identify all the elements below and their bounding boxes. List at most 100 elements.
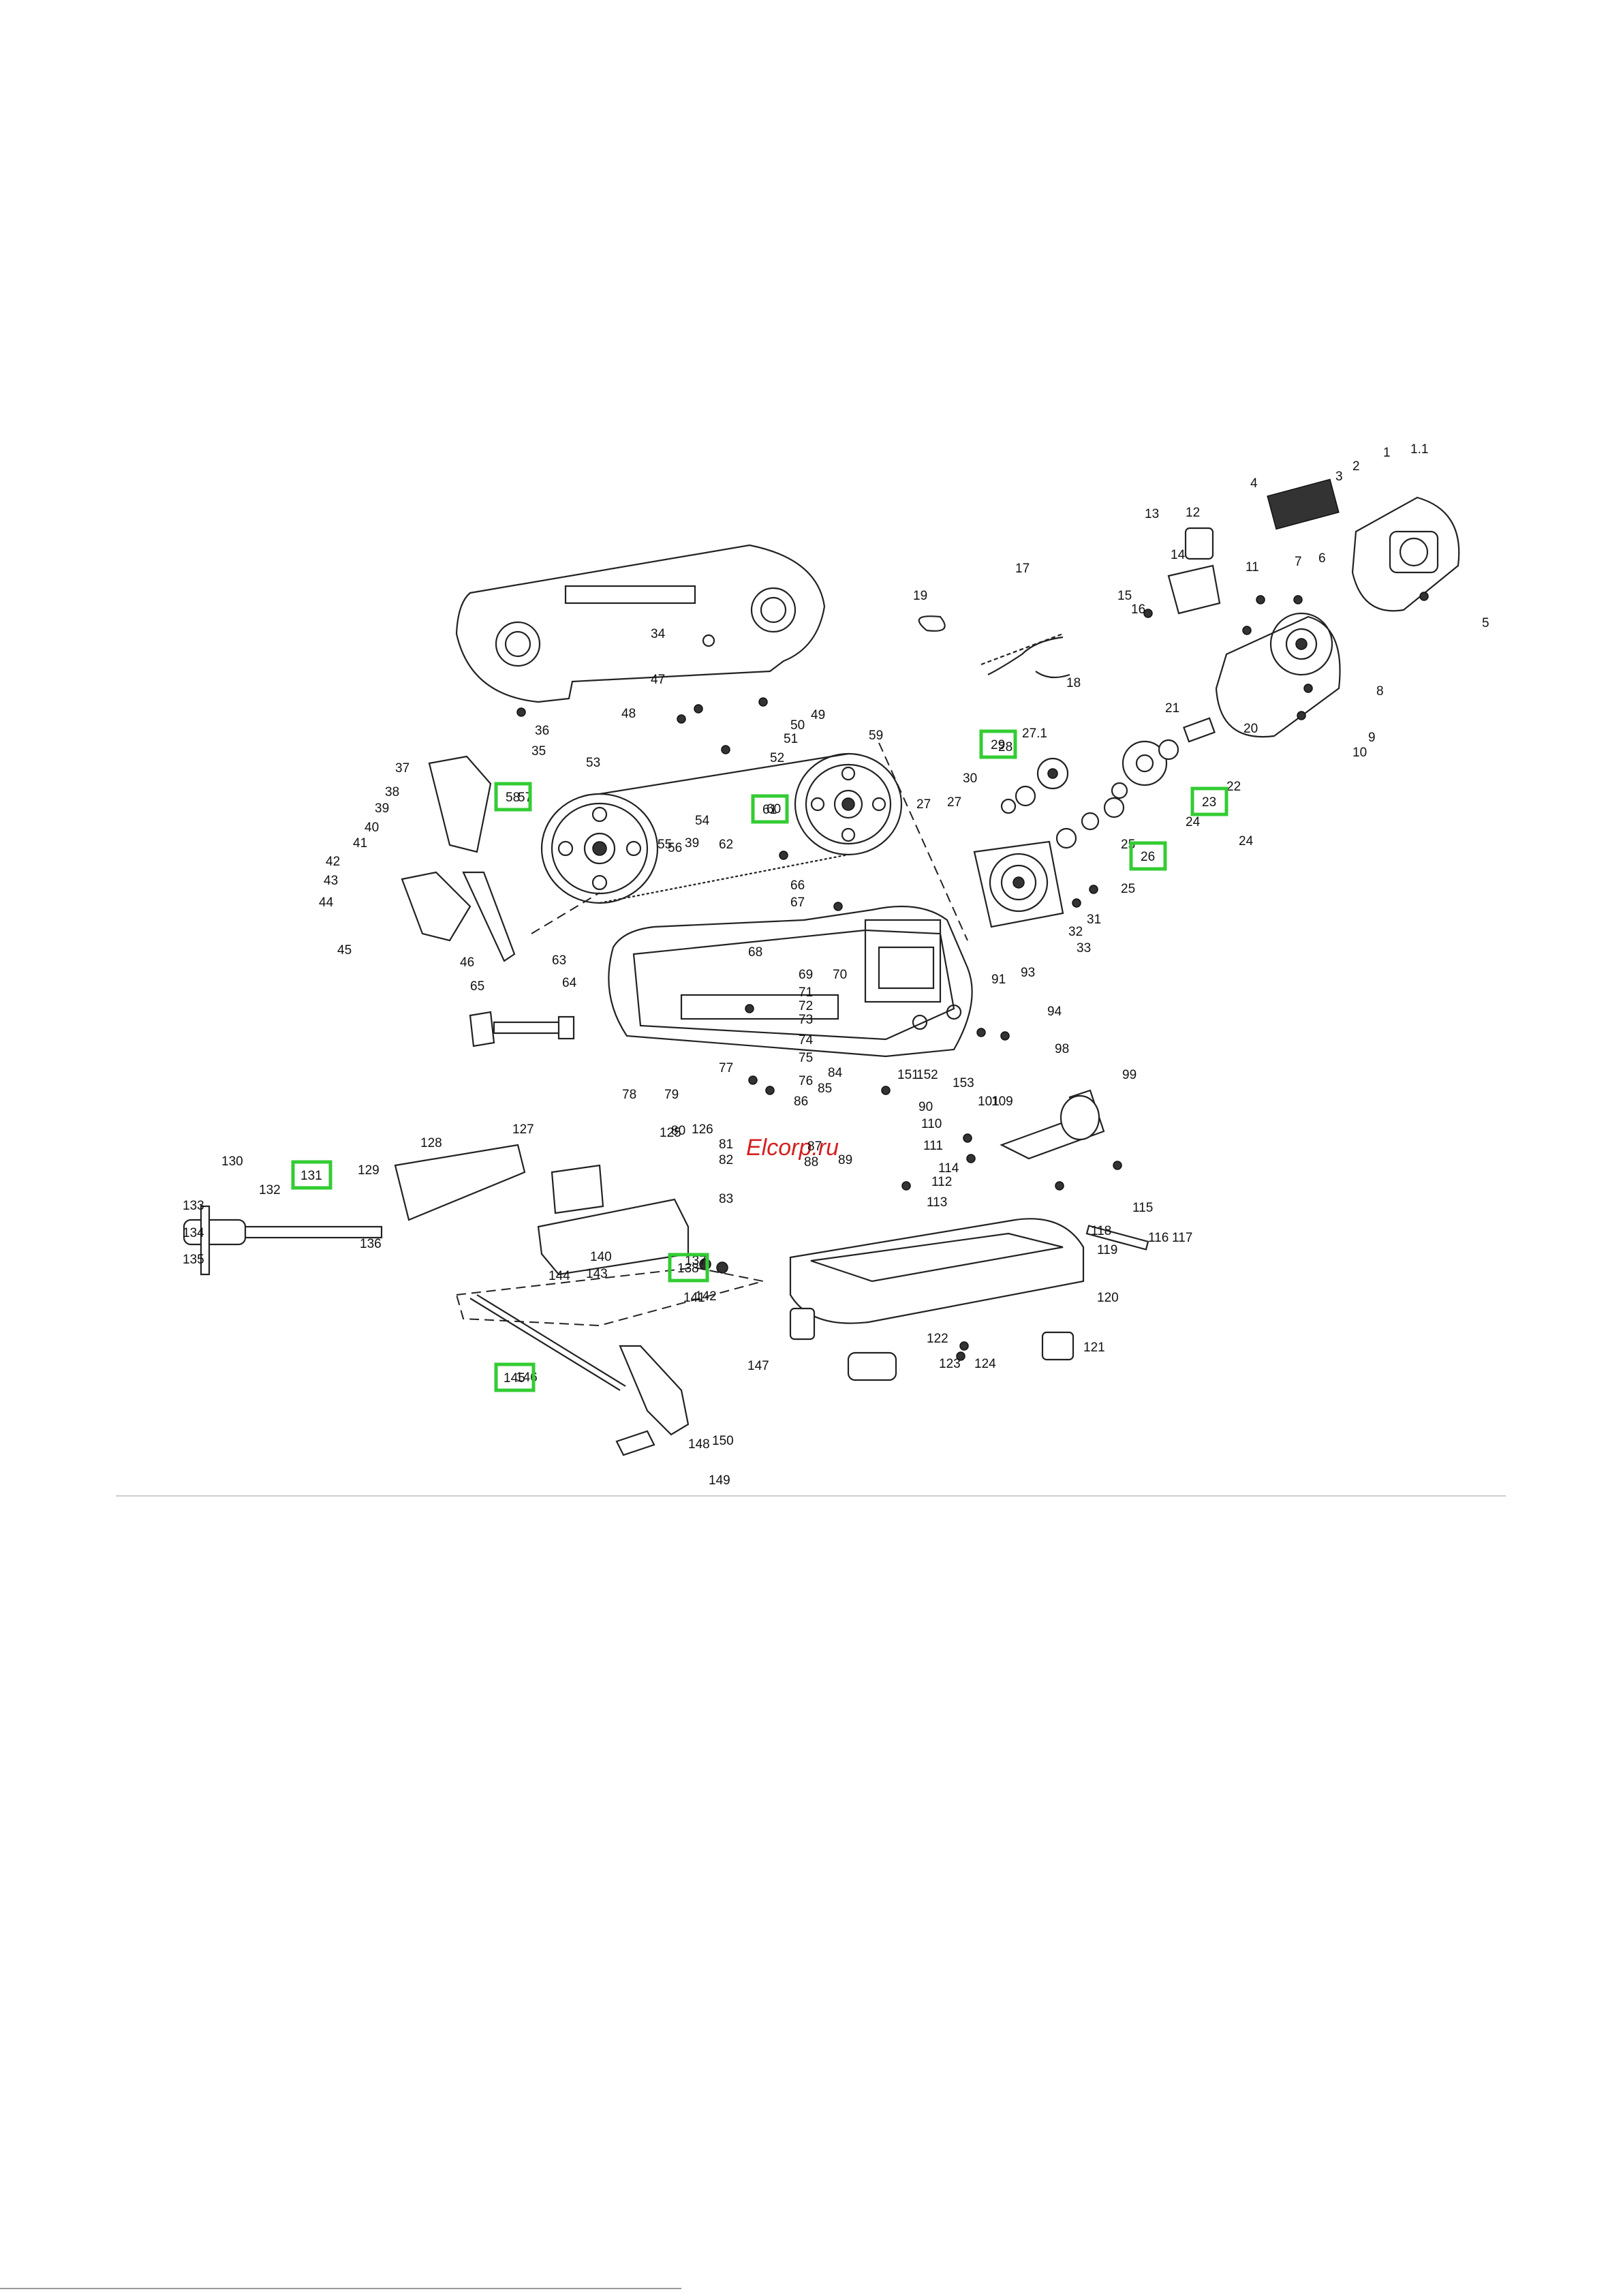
power-cord (918, 478, 1340, 679)
hardware-fasteners (516, 592, 1429, 1361)
callout-137: 137 (685, 1254, 707, 1268)
callout-128: 128 (420, 1136, 442, 1150)
tension-knob (469, 1011, 575, 1047)
callout-141: 141 (683, 1291, 705, 1305)
callout-66: 66 (790, 878, 805, 893)
callout-26: 26 (1141, 850, 1155, 864)
callout-62: 62 (719, 838, 733, 852)
callout-81: 81 (719, 1137, 733, 1152)
callout-49: 49 (811, 708, 825, 722)
callout-84: 84 (828, 1066, 843, 1080)
callout-14: 14 (1171, 548, 1186, 562)
callout-129: 129 (358, 1163, 380, 1178)
callout-130: 130 (221, 1154, 243, 1169)
callout-25: 25 (1121, 882, 1135, 896)
callout-63: 63 (552, 953, 566, 968)
callout-109: 109 (991, 1095, 1013, 1109)
callout-78: 78 (622, 1088, 636, 1102)
callout-123: 123 (939, 1357, 961, 1371)
callout-99: 99 (1122, 1068, 1137, 1082)
callout-121: 121 (1083, 1341, 1105, 1355)
motor (1215, 612, 1341, 738)
callout-46: 46 (460, 955, 474, 970)
callout-64: 64 (562, 976, 577, 990)
callout-110: 110 (921, 1117, 942, 1131)
callout-131: 131 (300, 1169, 322, 1183)
callout-51: 51 (784, 732, 798, 746)
callout-80: 80 (671, 1124, 685, 1138)
callout-143: 143 (586, 1267, 608, 1281)
idler-wheel (794, 752, 903, 856)
callout-38: 38 (385, 785, 399, 799)
callout-10: 10 (1352, 746, 1367, 760)
callout-18: 18 (1066, 676, 1081, 690)
callout-136: 136 (360, 1237, 382, 1251)
callout-83: 83 (719, 1192, 733, 1206)
highlight-box-61 (751, 794, 789, 824)
callout-30: 30 (963, 771, 977, 786)
callout-117: 117 (1172, 1231, 1192, 1245)
gearbox-housing (973, 840, 1064, 928)
subassembly-outline-1 (878, 742, 968, 941)
callout-56: 56 (668, 841, 682, 855)
callout-116: 116 (1148, 1231, 1169, 1245)
callout-122: 122 (927, 1332, 948, 1346)
callout-37: 37 (395, 761, 409, 776)
callout-119: 119 (1097, 1243, 1117, 1257)
callout-113: 113 (927, 1195, 947, 1210)
callout-13: 13 (1145, 507, 1159, 521)
highlight-box-26 (1129, 841, 1167, 871)
callout-85: 85 (818, 1082, 832, 1096)
callout-7: 7 (1295, 555, 1302, 569)
callout-39: 39 (375, 801, 389, 816)
callout-74: 74 (799, 1033, 814, 1047)
callout-144: 144 (548, 1269, 570, 1283)
callout-153: 153 (953, 1076, 974, 1090)
callout-112: 112 (931, 1175, 952, 1189)
callout-31: 31 (1087, 913, 1101, 927)
callout-15: 15 (1117, 589, 1132, 603)
callout-68: 68 (748, 945, 762, 960)
callout-36: 36 (535, 724, 549, 738)
callout-152: 152 (916, 1068, 938, 1082)
callout-125: 125 (660, 1126, 681, 1140)
callout-6: 6 (1318, 551, 1326, 566)
switch-box (1167, 527, 1221, 615)
callout-24: 24 (1186, 815, 1201, 829)
callout-151: 151 (897, 1068, 919, 1082)
highlight-box-145 (494, 1362, 536, 1392)
callout-17: 17 (1015, 562, 1030, 576)
highlight-box-131 (291, 1160, 333, 1190)
callout-55: 55 (658, 838, 672, 852)
callout-12: 12 (1186, 506, 1200, 520)
callout-48: 48 (621, 707, 636, 721)
callout-20: 20 (1243, 722, 1258, 736)
subassembly-outline-2 (455, 1266, 764, 1327)
callout-22: 22 (1226, 780, 1241, 794)
callout-79: 79 (664, 1088, 679, 1102)
callout-34: 34 (651, 627, 666, 641)
callout-4: 4 (1250, 476, 1258, 491)
callout-94: 94 (1047, 1005, 1062, 1019)
callout-87: 87 (807, 1139, 822, 1154)
callout-23: 23 (1202, 795, 1216, 810)
callout-86: 86 (794, 1095, 808, 1109)
callout-27-1: 27.1 (1022, 726, 1047, 741)
callout-58: 58 (506, 791, 520, 805)
callout-2: 2 (1352, 459, 1360, 474)
callout-33: 33 (1077, 941, 1091, 955)
callout-76: 76 (799, 1074, 813, 1088)
callout-73: 73 (799, 1013, 813, 1027)
highlight-boxes (291, 729, 1228, 1392)
lift-handle (469, 1294, 690, 1456)
callout-39: 39 (685, 836, 699, 851)
callout-35: 35 (531, 744, 546, 759)
callout-3: 3 (1335, 470, 1343, 484)
callout-135: 135 (183, 1253, 204, 1267)
saw-blade (599, 752, 849, 904)
callout-82: 82 (719, 1153, 733, 1167)
callout-124: 124 (974, 1357, 996, 1371)
callout-19: 19 (913, 589, 927, 603)
callout-75: 75 (799, 1051, 813, 1065)
